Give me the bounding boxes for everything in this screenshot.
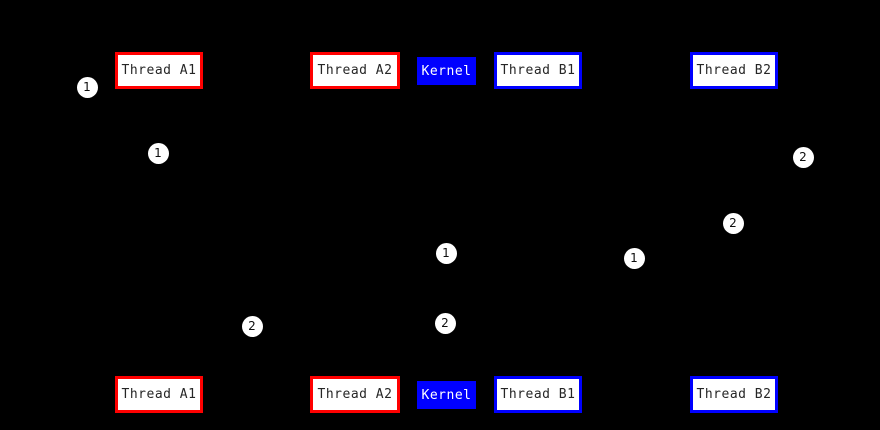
lifeline-thread-a2	[355, 89, 356, 376]
participant-label: Thread A2	[317, 387, 393, 402]
participant-bottom-thread-b2[interactable]: Thread B2	[690, 376, 778, 413]
participant-top-thread-a1[interactable]: Thread A1	[115, 52, 203, 89]
sequence-badge-7: 2	[241, 315, 263, 337]
sequence-badge-6: 1	[623, 247, 645, 269]
participant-top-thread-b2[interactable]: Thread B2	[690, 52, 778, 89]
participant-label: Thread B2	[696, 387, 772, 402]
participant-label: Thread A1	[121, 387, 197, 402]
participant-bottom-thread-b1[interactable]: Thread B1	[494, 376, 582, 413]
sequence-badge-2: 1	[147, 142, 169, 164]
sequence-badge-1: 1	[76, 76, 98, 98]
message-1-a1-a2	[159, 150, 361, 156]
participant-top-thread-a2[interactable]: Thread A2	[310, 52, 400, 89]
participant-bottom-thread-a2[interactable]: Thread A2	[310, 376, 400, 413]
sequence-badge-5: 1	[435, 242, 457, 264]
participant-bottom-kernel[interactable]: Kernel	[417, 381, 476, 409]
participant-label: Thread A1	[121, 63, 197, 78]
participant-label: Kernel	[421, 387, 472, 403]
participant-top-thread-b1[interactable]: Thread B1	[494, 52, 582, 89]
participant-label: Thread B1	[500, 387, 576, 402]
participant-bottom-thread-a1[interactable]: Thread A1	[115, 376, 203, 413]
message-2-b2-b1	[532, 220, 734, 226]
sequence-badge-4: 2	[722, 212, 744, 234]
sequence-badge-3: 2	[792, 146, 814, 168]
message-1-b1-kernel	[532, 255, 634, 261]
participant-top-kernel[interactable]: Kernel	[417, 57, 476, 85]
message-2-b2-entry	[728, 154, 803, 160]
lifeline-thread-a1	[159, 89, 160, 376]
message-2-kernel-a2	[349, 320, 446, 326]
participant-label: Thread A2	[317, 63, 393, 78]
participant-label: Kernel	[421, 63, 472, 79]
lifeline-kernel	[446, 85, 447, 381]
participant-label: Thread B2	[696, 63, 772, 78]
participant-label: Thread B1	[500, 63, 576, 78]
message-1-a2-kernel	[355, 250, 452, 256]
lifeline-thread-b1	[538, 89, 539, 376]
sequence-badge-8: 2	[434, 312, 456, 334]
